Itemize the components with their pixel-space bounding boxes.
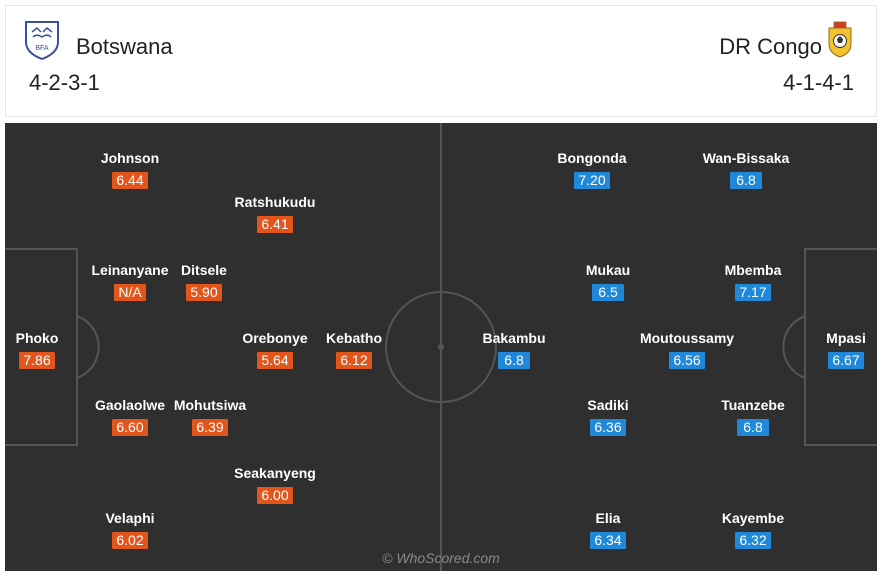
player-kebatho[interactable]: Kebatho 6.12	[289, 329, 419, 370]
player-rating-badge: 6.56	[669, 352, 705, 369]
player-name: Tuanzebe	[721, 397, 785, 413]
player-orebonye[interactable]: Orebonye 5.64	[210, 329, 340, 370]
player-rating-badge: 6.60	[112, 419, 148, 436]
player-moutoussamy[interactable]: Moutoussamy 6.56	[622, 329, 752, 370]
player-bongonda[interactable]: Bongonda 7.20	[527, 149, 657, 190]
player-name: Mukau	[585, 262, 631, 278]
player-name: Bakambu	[482, 330, 546, 346]
player-ratshukudu[interactable]: Ratshukudu 6.41	[210, 193, 340, 234]
pitch-markings	[5, 123, 877, 571]
player-gaolaolwe[interactable]: Gaolaolwe 6.60	[65, 396, 195, 437]
player-rating-badge: 6.32	[735, 532, 771, 549]
player-tuanzebe[interactable]: Tuanzebe 6.8	[688, 396, 818, 437]
player-name: Sadiki	[587, 397, 629, 413]
player-name: Kayembe	[721, 510, 785, 526]
player-mpasi[interactable]: Mpasi 6.67	[781, 329, 877, 370]
away-formation: 4-1-4-1	[783, 70, 854, 95]
svg-text:BFA: BFA	[35, 45, 49, 52]
player-rating-badge: 6.5	[592, 284, 624, 301]
player-mukau[interactable]: Mukau 6.5	[543, 261, 673, 302]
player-rating-badge: 5.64	[257, 352, 293, 369]
player-name: Phoko	[15, 330, 59, 346]
player-rating-badge: 5.90	[186, 284, 222, 301]
home-formation: 4-2-3-1	[29, 70, 100, 95]
botswana-crest-icon: BFA	[25, 21, 59, 60]
home-team-name[interactable]: Botswana	[76, 34, 173, 59]
player-rating-badge: 6.44	[112, 172, 148, 189]
player-rating-badge: 6.39	[192, 419, 228, 436]
player-name: Johnson	[100, 150, 160, 166]
player-rating-badge: 6.02	[112, 532, 148, 549]
away-team-name[interactable]: DR Congo	[719, 34, 822, 59]
player-rating-badge: N/A	[114, 284, 146, 301]
player-name: Ratshukudu	[234, 194, 316, 210]
player-rating-badge: 6.67	[828, 352, 864, 369]
player-name: Kebatho	[326, 330, 382, 346]
player-bakambu[interactable]: Bakambu 6.8	[449, 329, 579, 370]
player-rating-badge: 7.86	[19, 352, 55, 369]
player-mohutsiwa[interactable]: Mohutsiwa 6.39	[145, 396, 275, 437]
match-header: BFA Botswana 4-2-3-1 DR Congo 4-1-4-1	[5, 5, 877, 117]
player-velaphi[interactable]: Velaphi 6.02	[65, 509, 195, 550]
player-rating-badge: 6.8	[498, 352, 530, 369]
player-rating-badge: 6.8	[737, 419, 769, 436]
player-rating-badge: 6.12	[336, 352, 372, 369]
player-name: Mohutsiwa	[173, 397, 247, 413]
player-rating-badge: 6.41	[257, 216, 293, 233]
player-leinanyane[interactable]: Leinanyane N/A	[65, 261, 195, 302]
player-name: Moutoussamy	[639, 330, 735, 346]
player-sadiki[interactable]: Sadiki 6.36	[543, 396, 673, 437]
player-name: Mpasi	[826, 330, 866, 346]
player-wan-bissaka[interactable]: Wan-Bissaka 6.8	[681, 149, 811, 190]
player-seakanyeng[interactable]: Seakanyeng 6.00	[210, 464, 340, 505]
player-name: Gaolaolwe	[94, 397, 166, 413]
player-name: Mbemba	[724, 262, 782, 278]
whoscored-watermark: © WhoScored.com	[382, 550, 500, 566]
player-rating-badge: 6.36	[590, 419, 626, 436]
player-elia[interactable]: Elia 6.34	[543, 509, 673, 550]
pitch: Johnson 6.44 Ratshukudu 6.41 Leinanyane …	[5, 123, 877, 571]
player-johnson[interactable]: Johnson 6.44	[65, 149, 195, 190]
player-rating-badge: 6.00	[257, 487, 293, 504]
player-rating-badge: 6.34	[590, 532, 626, 549]
player-name: Elia	[595, 510, 621, 526]
player-rating-badge: 7.17	[735, 284, 771, 301]
player-name: Seakanyeng	[234, 465, 316, 481]
player-name: Bongonda	[557, 150, 627, 166]
player-name: Velaphi	[105, 510, 155, 526]
player-name: Wan-Bissaka	[702, 150, 790, 166]
player-ditsele[interactable]: Ditsele 5.90	[139, 261, 269, 302]
player-name: Leinanyane	[91, 262, 169, 278]
player-mbemba[interactable]: Mbemba 7.17	[688, 261, 818, 302]
player-rating-badge: 7.20	[574, 172, 610, 189]
player-kayembe[interactable]: Kayembe 6.32	[688, 509, 818, 550]
player-name: Orebonye	[242, 330, 308, 346]
dr-congo-crest-icon	[828, 21, 852, 58]
player-name: Ditsele	[181, 262, 227, 278]
player-rating-badge: 6.8	[730, 172, 762, 189]
player-phoko[interactable]: Phoko 7.86	[5, 329, 102, 370]
